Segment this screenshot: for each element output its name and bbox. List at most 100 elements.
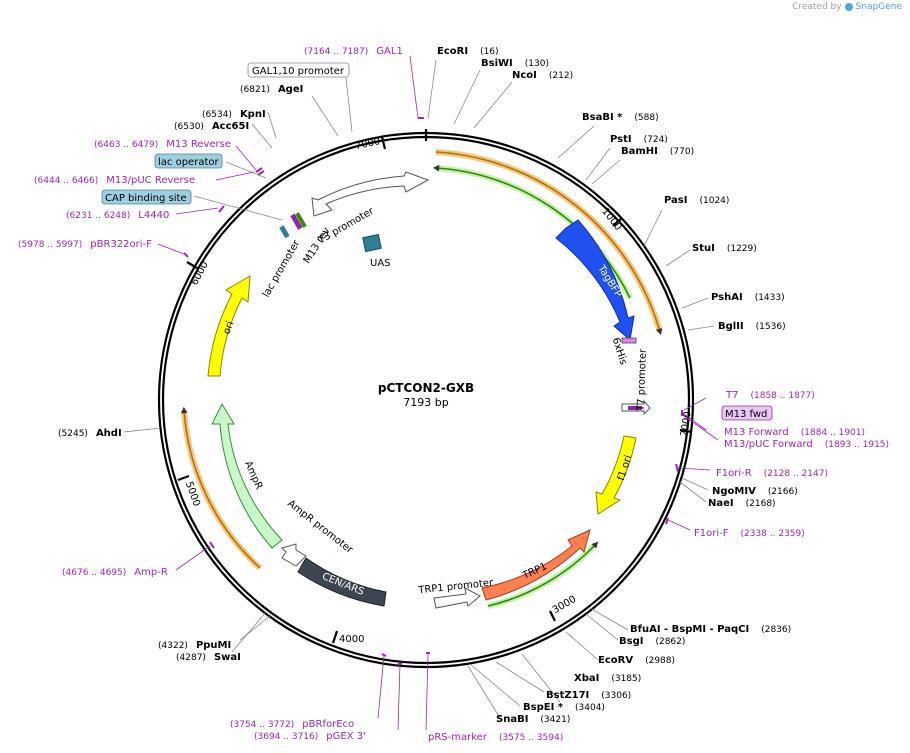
primer-amp-r: Amp-R xyxy=(134,567,168,578)
f1-ori-arrow xyxy=(595,435,637,515)
enzyme-bsabi: BsaBI * xyxy=(582,112,623,123)
enzyme-agei-pos: (6821) xyxy=(240,85,270,95)
svg-text:(7164 .. 7187)GAL1: (7164 .. 7187) GAL1 xyxy=(304,46,403,57)
enzyme-psti: PstI xyxy=(610,134,632,145)
enzyme-stui: StuI xyxy=(692,243,715,254)
enzyme-ecorv: EcoRV xyxy=(598,655,633,666)
primer-pbrforeco: pBRforEco xyxy=(302,719,354,730)
enzyme-swai: SwaI xyxy=(214,652,241,663)
svg-text:(6231 .. 6248)L4440: (6231 .. 6248)L4440 xyxy=(66,210,169,221)
plasmid-name: pCTCON2-GXB xyxy=(378,381,474,395)
enzyme-bstz17i: BstZ17I xyxy=(546,690,589,701)
tick-3000: 3000 xyxy=(551,594,579,616)
tick-2000: 2000 xyxy=(679,411,693,438)
svg-text:(5978 .. 5997)pBR322ori-F: (5978 .. 5997)pBR322ori-F xyxy=(18,239,152,250)
enzyme-acc65i: Acc65I xyxy=(212,121,249,132)
primer-markers xyxy=(183,117,683,665)
primer-f1ori-r: F1ori-R xyxy=(716,468,752,479)
enzyme-pasi: PasI xyxy=(664,195,687,206)
primer-prs-marker-range: (3575 .. 3594) xyxy=(499,733,563,743)
gal-promoter-arrow xyxy=(311,171,430,217)
enzyme-naei: NaeI xyxy=(708,498,734,509)
primer-t7: T7 xyxy=(725,390,738,401)
enzyme-pshai: PshAI xyxy=(711,292,743,303)
watermark-brand: SnapGene xyxy=(855,2,902,12)
primer-prs-marker: pRS-marker xyxy=(428,732,488,743)
svg-text:NaeI(2168): NaeI (2168) xyxy=(708,498,776,509)
tick-7000: 7000 xyxy=(354,136,381,152)
svg-text:XbaI(3185): XbaI(3185) xyxy=(574,673,641,684)
primer-gal1: GAL1 xyxy=(376,46,403,57)
primer-m13-reverse: M13 Reverse xyxy=(166,139,231,150)
enzyme-ppumi-pos: (4322) xyxy=(158,641,188,651)
enzyme-bsiwi-pos: (130) xyxy=(525,59,549,69)
enzyme-kpni-pos: (6534) xyxy=(202,110,232,120)
primer-m13puc-forward-range: (1893 .. 1915) xyxy=(825,440,889,450)
svg-text:BspEI *(3404): BspEI * (3404) xyxy=(523,702,605,713)
enzyme-ncoi: NcoI xyxy=(512,70,537,81)
primer-leader-lines xyxy=(157,55,719,731)
enzyme-acc65i-pos: (6530) xyxy=(174,122,204,132)
primer-m13puc-reverse: M13/pUC Reverse xyxy=(106,175,195,186)
primer-pbrforeco-range: (3754 .. 3772) xyxy=(230,720,294,730)
enzyme-ecori: EcoRI xyxy=(437,46,468,57)
enzyme-pasi-pos: (1024) xyxy=(699,196,729,206)
trp1-promoter-arrow xyxy=(433,587,481,609)
tick-4000: 4000 xyxy=(339,634,364,645)
t7-marker xyxy=(628,406,642,410)
ampr-arrow xyxy=(211,402,283,549)
enzyme-bfuai-pos: (2836) xyxy=(761,625,791,635)
svg-text:(6534)KpnI: (6534)KpnI xyxy=(202,109,266,120)
svg-text:StuI(1229): StuI (1229) xyxy=(692,243,757,254)
enzyme-ahdi: AhdI xyxy=(96,428,122,439)
enzyme-agei: AgeI xyxy=(278,84,303,95)
watermark-created-by: Created by xyxy=(792,2,842,12)
svg-text:(6463 .. 6479)M13 Reverse: (6463 .. 6479)M13 Reverse xyxy=(94,139,231,150)
primer-m13-forward-range: (1884 .. 1901) xyxy=(801,428,865,438)
enzyme-bspei: BspEI * xyxy=(523,702,564,713)
svg-text:EcoRI(16): EcoRI(16) xyxy=(437,46,499,57)
enzyme-bsgi-pos: (2862) xyxy=(655,637,685,647)
cap-site-label: CAP binding site xyxy=(105,193,187,204)
plasmid-size: 7193 bp xyxy=(403,396,448,409)
ori-label: ori xyxy=(222,320,237,336)
primer-gal1-range: (7164 .. 7187) xyxy=(304,47,368,57)
trp1-promoter-label: TRP1 promoter xyxy=(417,577,495,596)
primer-labels: (7164 .. 7187) GAL1 (6463 .. 6479)M13 Rev… xyxy=(18,46,889,743)
enzyme-ecorv-pos: (2988) xyxy=(645,656,675,666)
enzyme-bsgi: BsgI xyxy=(619,636,643,647)
svg-text:(3754 .. 3772)pBRforEco: (3754 .. 3772) pBRforEco xyxy=(230,719,354,730)
orange-track-top-line xyxy=(435,151,663,336)
lac-promoter-marker xyxy=(279,225,290,239)
uas-block xyxy=(362,233,382,253)
svg-text:(4676 .. 4695)Amp-R: (4676 .. 4695) Amp-R xyxy=(62,567,168,578)
svg-text:F1ori-R(2128 .. 2147): F1ori-R (2128 .. 2147) xyxy=(716,468,828,479)
svg-text:BsgI(2862): BsgI (2862) xyxy=(619,636,685,647)
enzyme-bspei-pos: (3404) xyxy=(575,703,605,713)
svg-text:pRS-marker(3575 .. 3594): pRS-marker (3575 .. 3594) xyxy=(428,732,563,743)
m13-fwd-label: M13 fwd xyxy=(725,409,767,420)
primer-l4440: L4440 xyxy=(138,210,169,221)
lac-operator-box: lac operator xyxy=(154,153,223,169)
enzyme-bsabi-pos: (588) xyxy=(634,113,658,123)
primer-m13-forward: M13 Forward xyxy=(724,427,789,438)
enzyme-naei-pos: (2168) xyxy=(746,499,776,509)
primer-t7-range: (1858 .. 1877) xyxy=(750,391,814,401)
primer-pbr322ori-f: pBR322ori-F xyxy=(90,239,152,250)
svg-text:SnaBI(3421): SnaBI(3421) xyxy=(496,714,570,725)
svg-text:BstZ17I(3306): BstZ17I(3306) xyxy=(546,690,631,701)
enzyme-swai-pos: (4287) xyxy=(176,653,206,663)
enzyme-labels-left: (6821)AgeI (6534)KpnI (6530)Acc65I (5245… xyxy=(58,84,303,663)
enzyme-stui-pos: (1229) xyxy=(727,244,757,254)
svg-text:BglII(1536): BglII(1536) xyxy=(718,321,786,332)
primer-m13puc-forward: M13/pUC Forward xyxy=(724,439,813,450)
primer-amp-r-range: (4676 .. 4695) xyxy=(62,568,126,578)
primer-f1ori-f: F1ori-F xyxy=(694,528,729,539)
snapgene-watermark: Created by SnapGene xyxy=(792,2,902,12)
snapgene-logo-icon xyxy=(844,3,853,11)
svg-text:BfuAI - BspMI - PaqCI(2836): BfuAI - BspMI - PaqCI (2836) xyxy=(630,624,791,635)
enzyme-bfuai: BfuAI - BspMI - PaqCI xyxy=(630,624,749,635)
svg-text:NgoMIV(2166): NgoMIV(2166) xyxy=(712,486,798,497)
primer-f1ori-r-range: (2128 .. 2147) xyxy=(764,469,828,479)
